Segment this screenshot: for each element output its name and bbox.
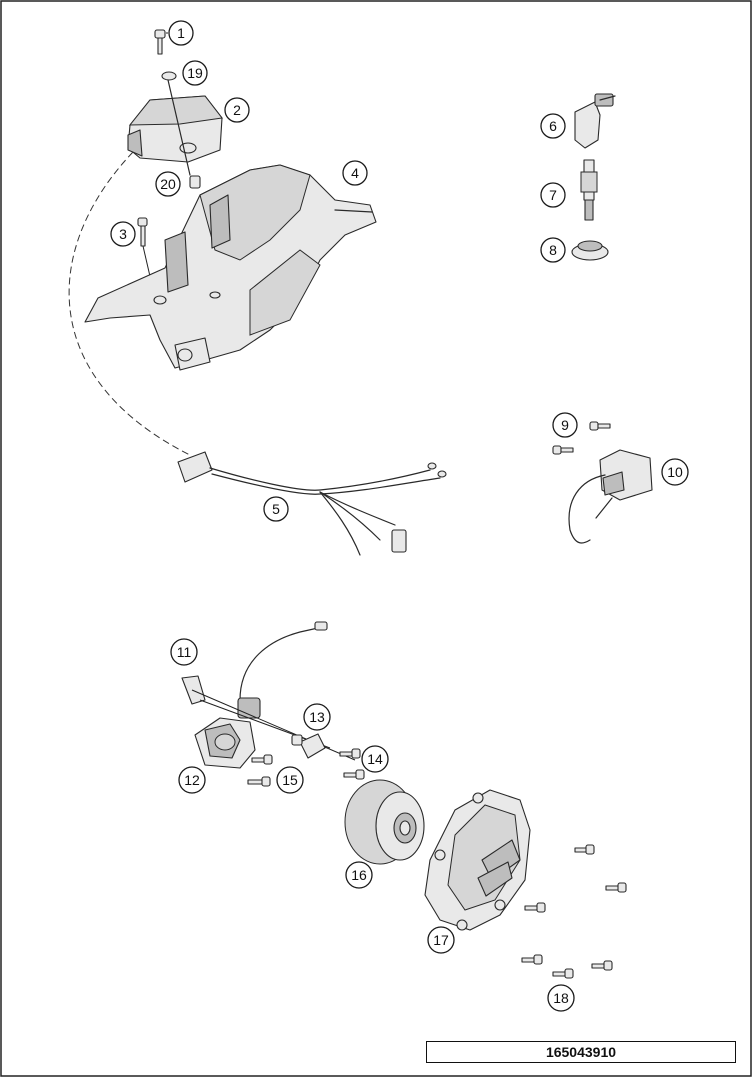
part-screw-1 — [154, 29, 168, 55]
callout-17: 17 — [427, 926, 455, 954]
callout-8: 8 — [540, 237, 566, 263]
part-screw-18 — [521, 844, 627, 979]
svg-text:13: 13 — [309, 709, 325, 725]
callout-14: 14 — [361, 745, 389, 773]
harness-route-dashed-line — [68, 151, 191, 456]
svg-text:5: 5 — [272, 501, 280, 517]
svg-text:6: 6 — [549, 118, 557, 134]
part-spark-plug-cap-6 — [574, 93, 616, 149]
part-ecu-2 — [127, 79, 223, 176]
callout-20: 20 — [155, 171, 181, 197]
svg-text:10: 10 — [667, 464, 683, 480]
part-ignition-cover-17 — [424, 789, 531, 931]
callout-19: 19 — [182, 60, 208, 86]
callout-9: 9 — [552, 412, 578, 438]
svg-text:15: 15 — [282, 772, 298, 788]
callout-13: 13 — [303, 703, 331, 731]
callout-10: 10 — [661, 458, 689, 486]
callout-11: 11 — [170, 638, 198, 666]
part-cable-11 — [181, 621, 356, 761]
callout-12: 12 — [178, 766, 206, 794]
part-stator-12 — [194, 717, 256, 769]
part-flywheel-16 — [344, 779, 425, 865]
svg-text:7: 7 — [549, 187, 557, 203]
part-screw-9 — [552, 421, 611, 455]
svg-text:18: 18 — [553, 990, 569, 1006]
part-bracket-4 — [84, 164, 377, 371]
callout-3: 3 — [110, 221, 136, 247]
part-ignition-coil-10 — [568, 449, 653, 544]
callout-15: 15 — [276, 766, 304, 794]
svg-text:12: 12 — [184, 772, 200, 788]
callout-1: 1 — [168, 20, 194, 46]
callout-16: 16 — [345, 861, 373, 889]
callout-18: 18 — [547, 984, 575, 1012]
svg-text:16: 16 — [351, 867, 367, 883]
callout-2: 2 — [224, 97, 250, 123]
svg-text:9: 9 — [561, 417, 569, 433]
svg-text:14: 14 — [367, 751, 383, 767]
svg-text:1: 1 — [177, 25, 185, 41]
svg-text:8: 8 — [549, 242, 557, 258]
part-grommet-8 — [571, 240, 609, 261]
part-screw-14 — [339, 748, 365, 780]
part-sensor-13 — [291, 733, 326, 759]
part-bushing-20 — [189, 175, 201, 189]
svg-text:2: 2 — [233, 102, 241, 118]
part-washer-19 — [161, 71, 177, 81]
document-id-text: 165043910 — [545, 1044, 617, 1060]
svg-text:20: 20 — [160, 176, 176, 192]
callout-4: 4 — [342, 160, 368, 186]
callout-5: 5 — [263, 496, 289, 522]
callout-6: 6 — [540, 113, 566, 139]
svg-text:19: 19 — [187, 65, 203, 81]
callout-7: 7 — [540, 182, 566, 208]
svg-text:4: 4 — [351, 165, 359, 181]
document-id-label: 165043910 — [426, 1041, 736, 1063]
svg-text:3: 3 — [119, 226, 127, 242]
part-screw-15 — [247, 754, 273, 787]
svg-text:11: 11 — [177, 644, 192, 660]
part-wiring-harness-5 — [177, 451, 447, 556]
svg-text:17: 17 — [433, 932, 449, 948]
part-spark-plug-7 — [580, 159, 598, 221]
